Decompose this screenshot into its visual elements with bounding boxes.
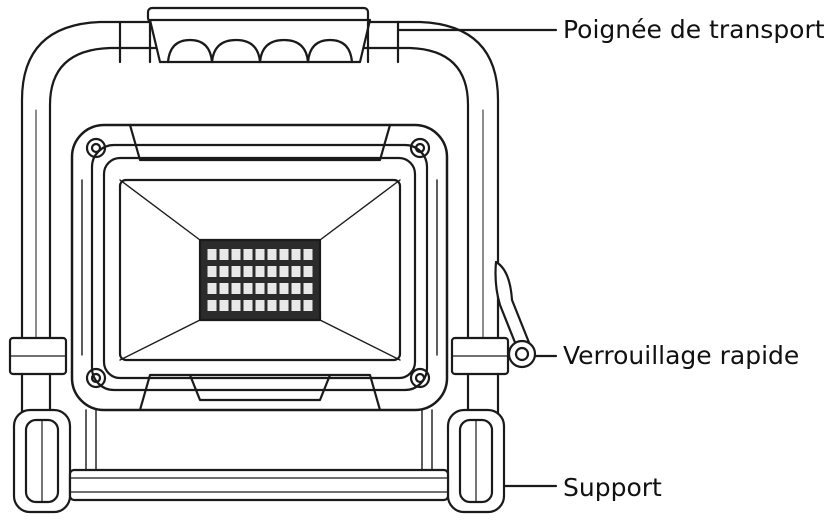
led-cell (243, 249, 253, 260)
handle-collar-left (118, 20, 152, 64)
led-cell (219, 283, 229, 294)
led-cell (279, 283, 289, 294)
handle-finger-4 (306, 38, 354, 64)
handle-finger-1 (166, 38, 214, 64)
led-cell (231, 249, 241, 260)
housing-top-cover (128, 123, 392, 162)
lever-knob (507, 339, 537, 369)
led-cell (231, 300, 241, 311)
led-cell (207, 300, 217, 311)
reflector-diag-br (319, 319, 401, 361)
stand-post-right (421, 409, 433, 471)
housing-bottom-lip (188, 373, 332, 402)
led-cell (231, 266, 241, 277)
label-carry-handle: Poignée de transport (563, 15, 825, 44)
housing-inner (102, 156, 417, 380)
led-cell (303, 283, 313, 294)
led-cell (243, 300, 253, 311)
wheel-right (446, 408, 506, 514)
screw-bottom-left (85, 367, 107, 389)
reflector-diag-bl (119, 319, 201, 361)
led-cell (303, 249, 313, 260)
wheel-left (12, 408, 72, 514)
led-cell (255, 300, 265, 311)
handle-grip-body (148, 18, 372, 64)
housing-side-rib-right (426, 179, 438, 356)
led-cell (207, 266, 217, 277)
reflector-diag-tr (319, 179, 401, 241)
led-cell (291, 300, 301, 311)
label-quick-lock: Verrouillage rapide (563, 341, 800, 370)
carry-handle (118, 6, 400, 64)
housing-side-rib-left (81, 179, 93, 356)
led-cell (243, 266, 253, 277)
screw-bottom-right (409, 367, 431, 389)
stand-post-left (85, 409, 97, 471)
led-cell (207, 283, 217, 294)
lever-arm (494, 260, 532, 352)
led-cell (231, 283, 241, 294)
led-cell (279, 266, 289, 277)
led-cell (267, 300, 277, 311)
led-cell (219, 266, 229, 277)
led-cell (255, 266, 265, 277)
handle-collar-right (366, 20, 400, 64)
led-cell (303, 300, 313, 311)
led-cell (267, 249, 277, 260)
screw-top-right (409, 137, 431, 159)
stand-bar (68, 468, 450, 502)
led-cell (279, 249, 289, 260)
handle-finger-2 (210, 38, 262, 64)
led-cell (279, 300, 289, 311)
handle-finger-3 (258, 38, 310, 64)
led-cell (291, 249, 301, 260)
led-cell (267, 283, 277, 294)
led-cell (207, 249, 217, 260)
led-cell (219, 249, 229, 260)
led-cell (303, 266, 313, 277)
label-stand: Support (563, 473, 662, 502)
led-cell (267, 266, 277, 277)
led-cell (243, 283, 253, 294)
led-cell (291, 266, 301, 277)
reflector-panel (118, 178, 402, 362)
led-cell (255, 249, 265, 260)
led-cell (291, 283, 301, 294)
reflector-diag-tl (119, 179, 201, 241)
led-cell (255, 283, 265, 294)
quick-lock-lever (494, 260, 537, 369)
housing-bottom-cover (138, 373, 382, 412)
screw-top-left (85, 137, 107, 159)
led-grid (207, 249, 313, 311)
led-cell (219, 300, 229, 311)
